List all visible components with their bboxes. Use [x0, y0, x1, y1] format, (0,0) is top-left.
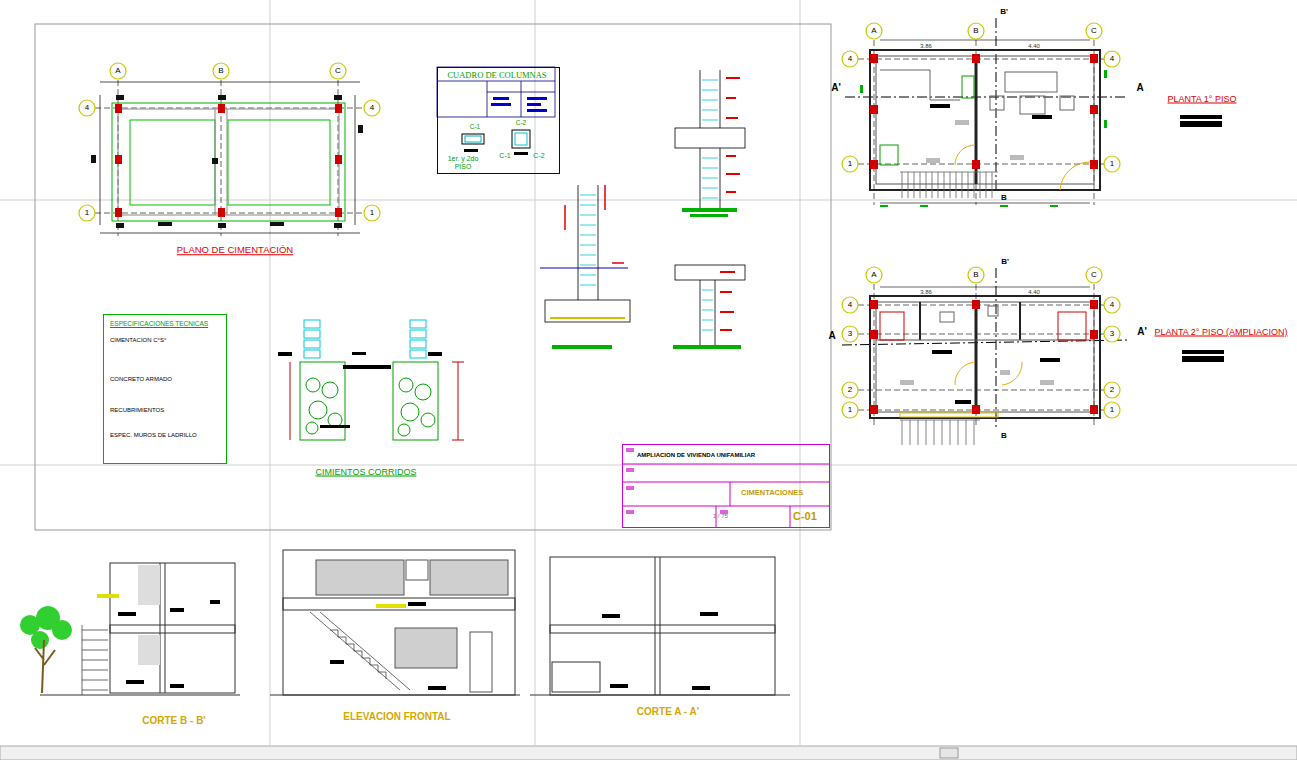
drawing-label: 4: [1110, 301, 1114, 309]
title-block: AMPLIACION DE VIVIENDA UNIFAMILIAR CIMENT…: [622, 444, 830, 528]
drawing-label: 3.86: [920, 289, 932, 295]
drawing-label: A': [1137, 327, 1147, 337]
drawing-label: 4.40: [1028, 289, 1040, 295]
drawing-label: 4: [85, 104, 89, 112]
drawing-label: PLANTA 1° PISO: [1168, 95, 1237, 104]
drawing-label: C: [335, 67, 341, 75]
node-text: 1er. y 2do PISO: [441, 155, 485, 170]
drawing-label: PLANTA 2° PISO (AMPLIACION): [1155, 328, 1288, 337]
drawing-label: 1: [848, 406, 852, 414]
drawing-label: A: [828, 331, 835, 341]
drawing-label: 1: [848, 160, 852, 168]
drawing-label: 2: [848, 386, 852, 394]
drawing-label: B: [1001, 432, 1007, 440]
column-table: CUADRO DE COLUMNASC-1C-21er. y 2do PISO: [437, 67, 560, 174]
node-text: AMPLIACION DE VIVIENDA UNIFAMILIAR: [637, 452, 755, 459]
drawing-label: B': [1000, 8, 1008, 16]
drawing-label: PLANO DE CIMENTACIÓN: [177, 245, 293, 255]
node-text: C-2: [522, 152, 556, 160]
node-text: CUADRO DE COLUMNAS: [438, 71, 556, 80]
drawing-label: CORTE B - B': [142, 716, 206, 726]
drawing-label: 1: [1110, 160, 1114, 168]
drawing-label: 4: [848, 55, 852, 63]
node-text: C-1: [488, 152, 522, 160]
drawing-label: B: [973, 271, 978, 279]
drawing-label: CIMIENTOS CORRIDOS: [316, 468, 417, 477]
node-text: CIMENTACIONES: [741, 489, 803, 497]
drawing-label: B: [218, 67, 223, 75]
node-text: C-01: [793, 510, 817, 522]
drawing-label: CORTE A - A': [637, 707, 699, 717]
drawing-label: A: [1136, 83, 1143, 93]
drawing-label: A: [115, 67, 120, 75]
node-text: RECUBRIMIENTOS: [110, 407, 164, 414]
node-text: 1 / 75: [713, 513, 728, 520]
drawing-label: 4: [1110, 55, 1114, 63]
drawing-label: C-1: [470, 124, 480, 131]
node-text: ESPEC. MUROS DE LADRILLO: [110, 432, 197, 439]
drawing-label: 4: [848, 301, 852, 309]
drawing-label: A: [871, 271, 876, 279]
drawing-label: 3: [848, 330, 852, 338]
drawing-label: A': [831, 83, 841, 93]
node-text: CIMENTACION C°S°: [110, 337, 166, 344]
node-text: ESPECIFICACIONES TECNICAS: [110, 320, 208, 327]
drawing-label: B: [1001, 194, 1007, 202]
drawing-label: B': [1001, 258, 1009, 266]
drawing-label: 2: [1110, 386, 1114, 394]
drawing-label: 1: [1110, 406, 1114, 414]
node-text: CONCRETO ARMADO: [110, 376, 172, 383]
drawing-label: 3.86: [920, 43, 932, 49]
drawing-label: 3: [1110, 330, 1114, 338]
specs-box: ESPECIFICACIONES TECNICAS CIMENTACION C°S…: [103, 314, 227, 464]
drawing-label: B: [973, 27, 978, 35]
drawing-label: 1: [85, 209, 89, 217]
drawing-label: C-2: [516, 120, 526, 127]
drawing-label: 4: [370, 104, 374, 112]
drawing-label: C: [1091, 271, 1097, 279]
drawing-label: A: [871, 27, 876, 35]
drawing-label: 4.40: [1028, 43, 1040, 49]
drawing-label: ELEVACION FRONTAL: [343, 712, 450, 722]
drawing-label: C: [1091, 27, 1097, 35]
drawing-label: 1: [370, 209, 374, 217]
